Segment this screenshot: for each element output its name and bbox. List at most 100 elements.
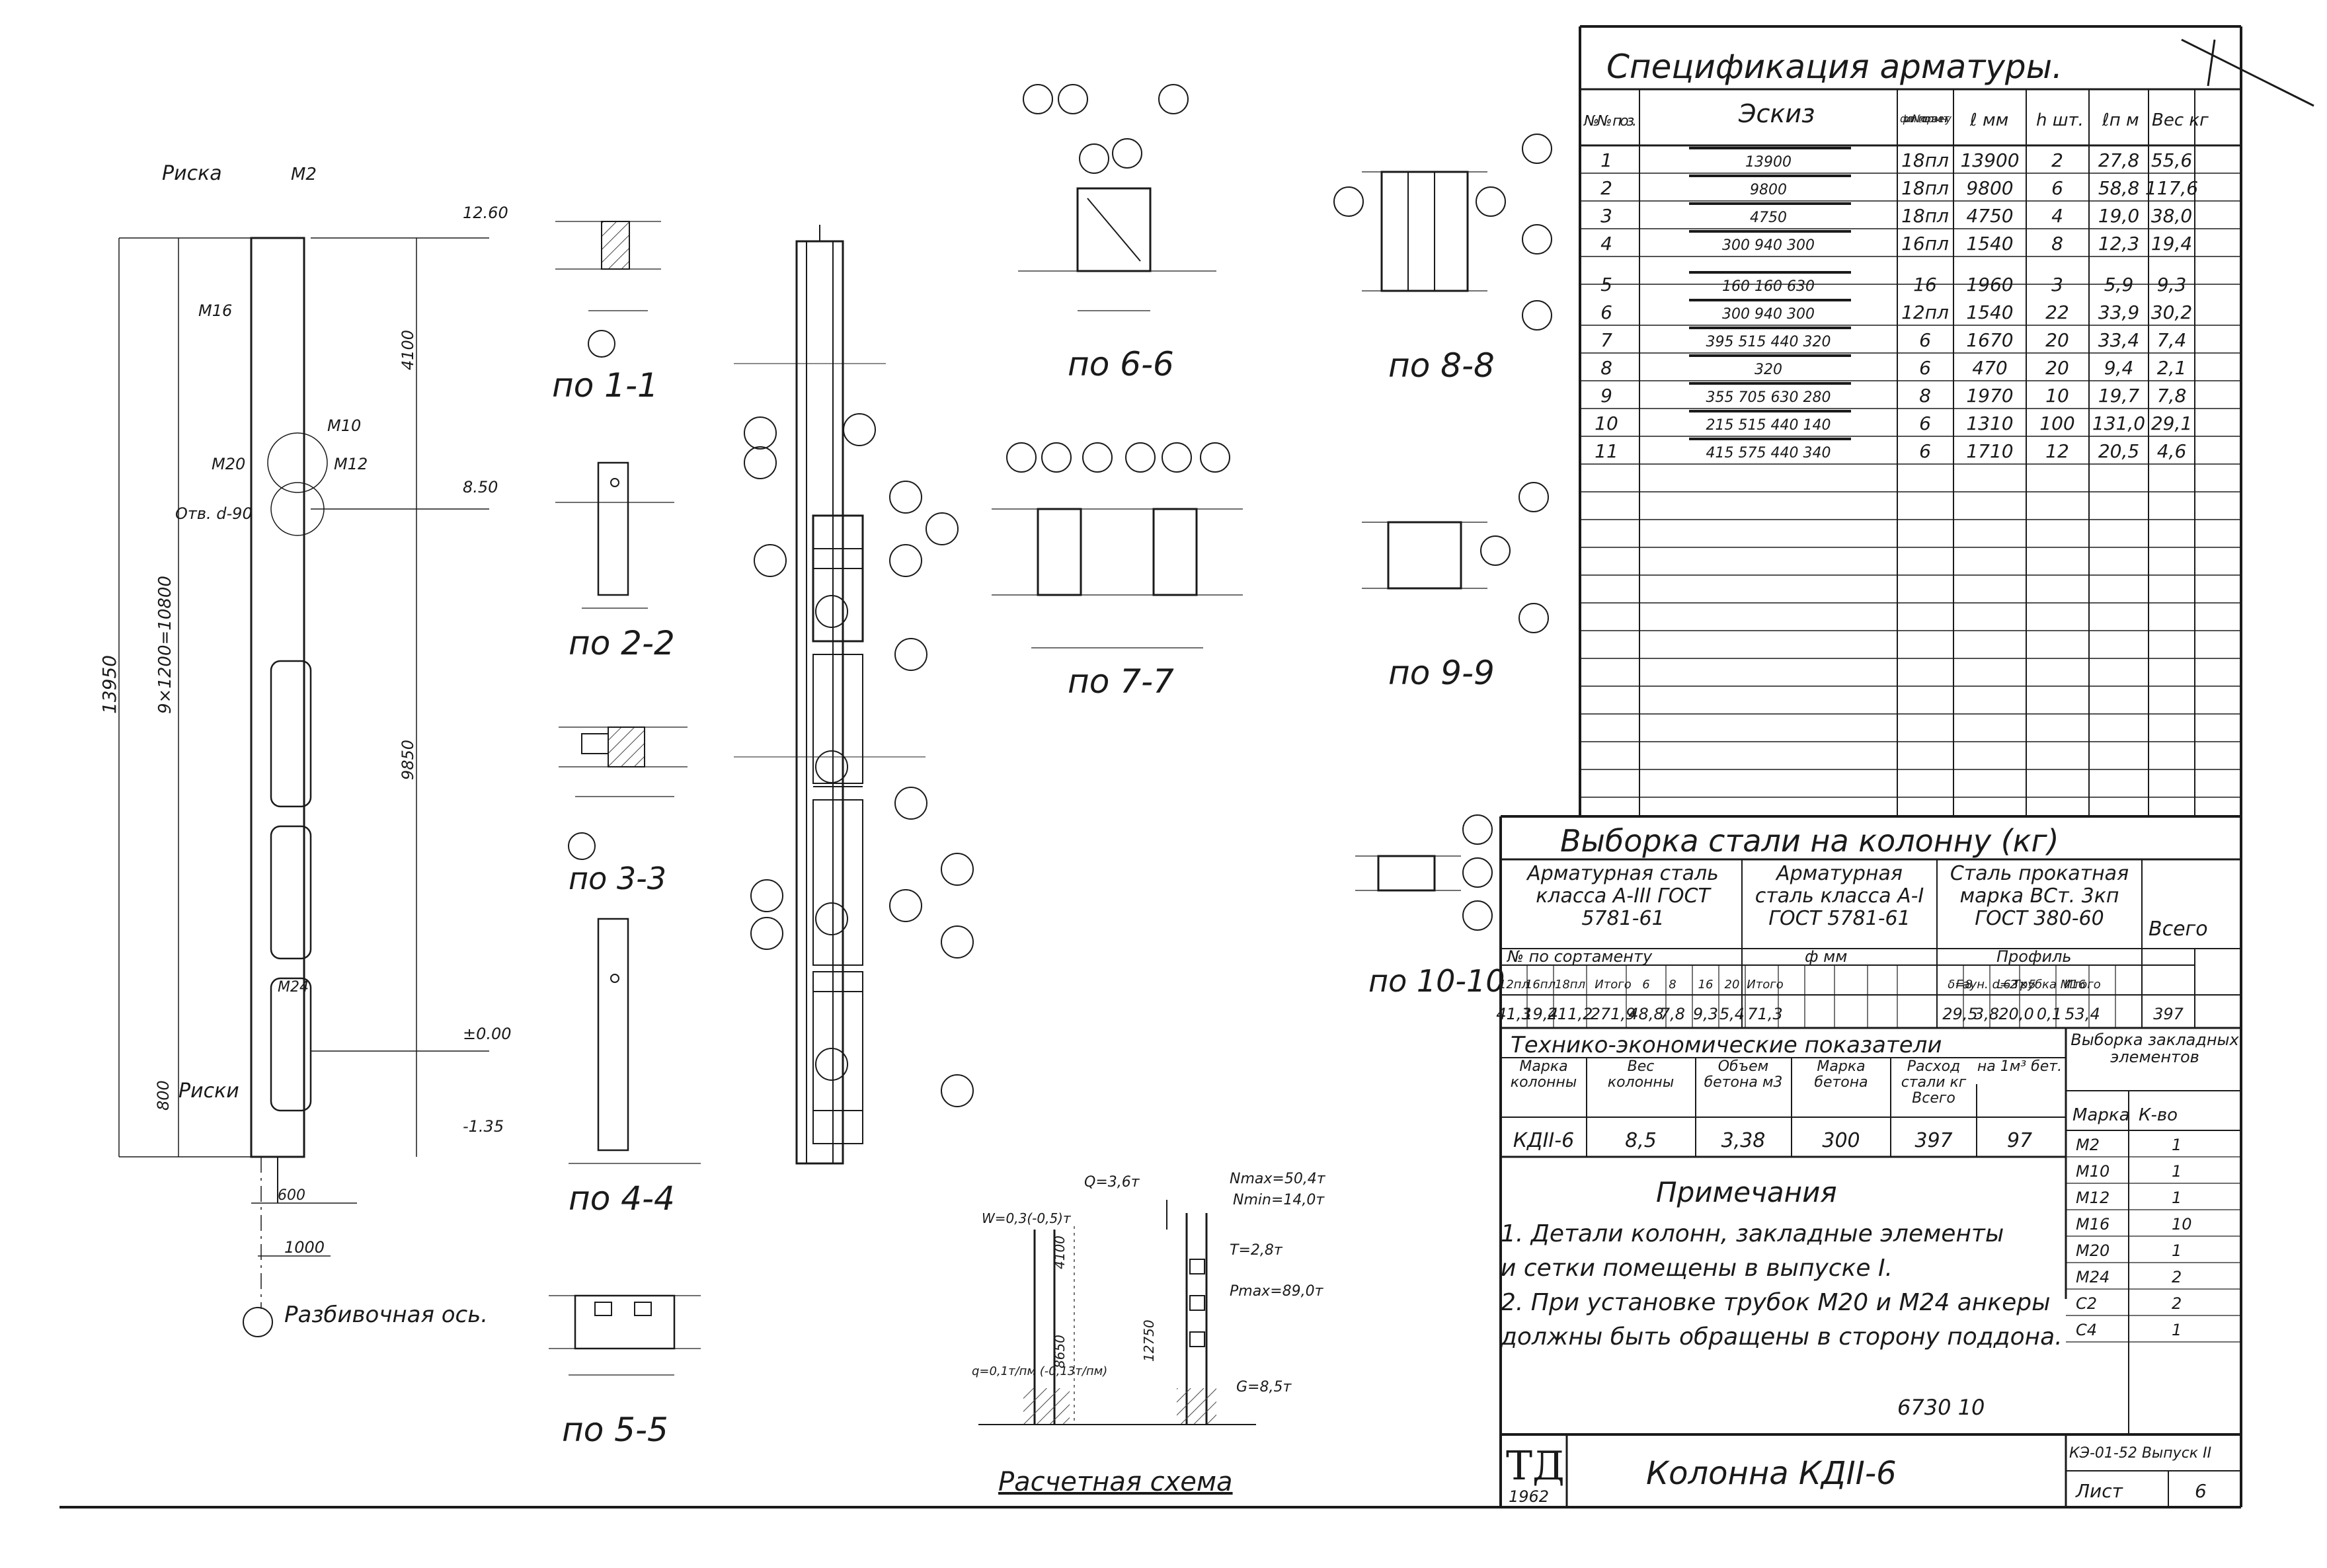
spec-cell-lp: 19,7 <box>2098 385 2140 407</box>
spec-cell-n: 8 <box>2051 233 2063 255</box>
steel-val: 211,2 <box>1548 1005 1593 1023</box>
tech-header: на 1м³ бет. <box>1977 1059 2062 1075</box>
embedded-mark: М16 <box>2076 1215 2110 1234</box>
steel-col-head: Гаун. d=2 <box>1956 978 2018 992</box>
embedded-qty: 1 <box>2172 1321 2182 1339</box>
elev-label-m20: М20 <box>212 455 245 473</box>
steel-val: 19,4 <box>1522 1005 1558 1023</box>
steel-col-head: Итого <box>2064 978 2100 992</box>
steel-col-head: 16пл <box>1525 978 1556 992</box>
notes-line-3: 2. При установке трубок М20 и М24 анкеры <box>1501 1289 2051 1316</box>
spec-cell-n: 22 <box>2045 301 2069 323</box>
spec-cell-lp: 12,3 <box>2098 233 2139 255</box>
spec-cell-l: 470 <box>1972 357 2007 379</box>
calc-dim-8650: 8650 <box>1052 1335 1068 1368</box>
spec-cell-pos: 1 <box>1600 149 1612 171</box>
elev-label-riski: Риски <box>178 1079 239 1103</box>
spec-cell-sketch: 320 <box>1755 362 1782 378</box>
sheet-frame <box>59 25 2314 1509</box>
elev-dim-2550: 800 <box>154 1080 173 1111</box>
steel-val: 71,3 <box>1747 1005 1782 1023</box>
spec-cell-lp: 58,8 <box>2098 177 2139 199</box>
elev-dim-13950: 13950 <box>99 655 120 714</box>
spec-cell-pos: 3 <box>1600 205 1612 227</box>
section-3-3-label: по 3-3 <box>569 861 666 896</box>
section-1-1: по 1-1 <box>552 221 661 405</box>
notes-line-2: и сетки помещены в выпуске I. <box>1501 1255 1893 1282</box>
tech-table: Технико-экономические показатели Марка к… <box>1501 1028 2067 1299</box>
notes-line-1: 1. Детали колонн, закладные элементы <box>1501 1220 2004 1247</box>
spec-cell-w: 30,2 <box>2151 301 2192 323</box>
steel-val: 5,4 <box>1719 1005 1745 1023</box>
tech-value: 397 <box>1914 1129 1952 1152</box>
steel-table: Выборка стали на колонну (кг) Арматурная… <box>1496 823 2241 1029</box>
embedded-mark: М12 <box>2076 1189 2110 1207</box>
steel-total-label: Всего <box>2149 918 2208 941</box>
embedded-col2: К-во <box>2139 1105 2178 1125</box>
steel-val: 53,4 <box>2065 1005 2100 1023</box>
spec-cell-sketch: 9800 <box>1750 182 1787 198</box>
reinforcement-elevation <box>734 225 974 1165</box>
spec-cell-lp: 33,4 <box>2098 329 2139 351</box>
spec-cell-l: 9800 <box>1966 177 2013 199</box>
tech-header: Марка бетона <box>1814 1059 1868 1091</box>
spec-cell-sketch: 395 515 440 320 <box>1706 334 1831 350</box>
embedded-qty: 1 <box>2172 1162 2182 1181</box>
embedded-col1: Марка <box>2072 1105 2130 1125</box>
spec-cell-lp: 131,0 <box>2092 412 2145 434</box>
steel-val: 0,1 <box>2037 1005 2062 1023</box>
elev-dim-9850: 9850 <box>399 740 417 780</box>
spec-cell-n: 10 <box>2045 385 2069 407</box>
calc-label-nmin: Nmin=14,0т <box>1233 1192 1325 1208</box>
spec-cell-w: 9,3 <box>2157 274 2187 295</box>
spec-header-w: Вес кг <box>2152 110 2209 130</box>
tech-value: 3,38 <box>1721 1129 1766 1152</box>
elev-dim-10800: 9×1200=10800 <box>155 576 175 714</box>
spec-cell-sketch: 300 940 300 <box>1722 237 1815 254</box>
steel-col-head: Трубка М16 <box>2013 978 2086 992</box>
embedded-qty: 1 <box>2172 1136 2182 1154</box>
axis-label: Разбивочная ось. <box>284 1302 488 1328</box>
spec-cell-dia: 16 <box>1913 274 1937 295</box>
calc-dim-4100: 4100 <box>1052 1235 1068 1269</box>
spec-cell-lp: 9,4 <box>2104 357 2134 379</box>
calc-label-q: Q=3,6т <box>1084 1174 1140 1191</box>
spec-cell-w: 2,1 <box>2157 357 2187 379</box>
steel-val: 397 <box>2153 1005 2184 1023</box>
section-5-5: по 5-5 <box>549 1294 701 1449</box>
spec-cell-l: 1970 <box>1966 385 2013 407</box>
embedded-qty: 2 <box>2172 1294 2182 1313</box>
spec-cell-pos: 2 <box>1600 177 1612 199</box>
spec-cell-l: 1710 <box>1966 440 2013 462</box>
title-block: ТД 1962 Колонна КДII-6 КЭ-01-52 Выпуск I… <box>1501 1433 2241 1507</box>
section-10-10-label: по 10-10 <box>1368 963 1505 999</box>
spec-cell-lp: 27,8 <box>2098 149 2139 171</box>
spec-header-l: ℓ мм <box>1969 110 2008 130</box>
spec-cell-n: 4 <box>2051 205 2063 227</box>
section-6-6-label: по 6-6 <box>1068 345 1174 383</box>
section-8-8: по 8-8 <box>1333 134 1552 385</box>
embedded-qty: 1 <box>2172 1241 2182 1260</box>
spec-cell-sketch: 300 940 300 <box>1722 306 1815 323</box>
embedded-mark: М24 <box>2076 1268 2110 1286</box>
embedded-mark: С4 <box>2076 1321 2097 1339</box>
spec-cell-l: 1310 <box>1966 412 2013 434</box>
steel-col-head: 6 <box>1642 978 1649 992</box>
embedded-qty: 1 <box>2172 1189 2182 1207</box>
elev-label-m2: М2 <box>291 165 317 184</box>
steel-val: 48,8 <box>1628 1005 1663 1023</box>
section-1-1-label: по 1-1 <box>552 366 658 405</box>
elev-label-m16: М16 <box>198 301 232 320</box>
notes-line-4: должны быть обращены в сторону поддона. <box>1500 1323 2063 1351</box>
spec-cell-pos: 7 <box>1600 329 1612 351</box>
steel-sub3: Профиль <box>1996 947 2072 966</box>
spec-cell-pos: 8 <box>1600 357 1612 379</box>
spec-cell-pos: 6 <box>1600 301 1612 323</box>
notes: Примечания 1. Детали колонн, закладные э… <box>1500 1176 2063 1420</box>
spec-cell-pos: 11 <box>1595 440 1618 462</box>
section-10-10: по 10-10 <box>1355 814 1505 999</box>
steel-sub1: № по сортаменту <box>1506 947 1653 966</box>
embedded-mark: М2 <box>2076 1136 2100 1154</box>
elev-label-m12: М12 <box>334 455 368 473</box>
